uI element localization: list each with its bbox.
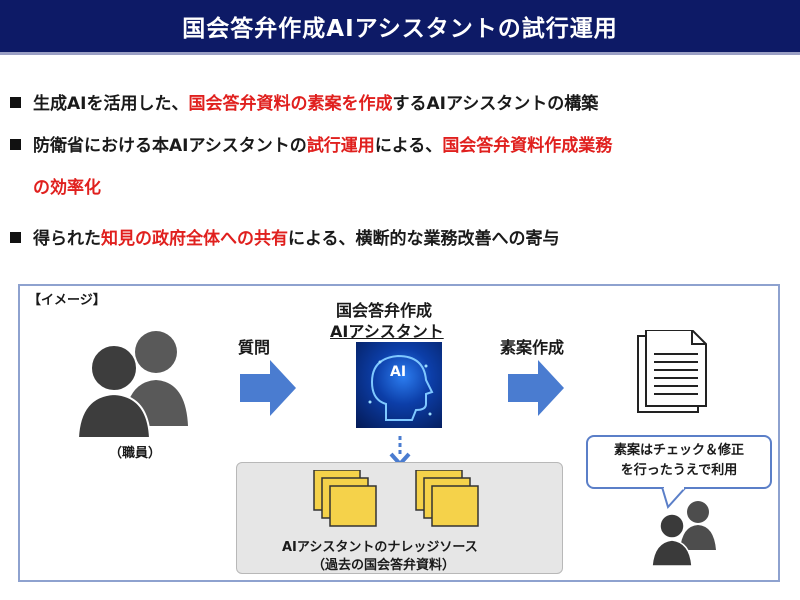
right-arrow-icon: [240, 360, 296, 416]
ai-head-icon: [368, 354, 434, 421]
kb-label-1: AIアシスタントのナレッジソース: [282, 540, 478, 555]
bullet-1-text-a: 生成AIを活用した、: [33, 94, 189, 114]
bullet-3: 得られた知見の政府全体への共有による、横断的な業務改善への寄与: [10, 228, 560, 251]
title-underline: [0, 52, 800, 55]
bullet-3-text-a: 得られた: [33, 229, 101, 249]
right-arrow-icon: [508, 360, 564, 416]
bubble-line-1: 素案はチェック＆修正: [613, 443, 744, 458]
bullet-2-continuation: の効率化: [33, 178, 101, 198]
draft-label: 素案作成: [500, 338, 565, 357]
review-speech-bubble: 素案はチェック＆修正 を行ったうえで利用: [586, 435, 772, 489]
folder-stack-icon: [313, 470, 377, 527]
bullet-3-text-c: による、横断的な業務改善への寄与: [288, 229, 560, 249]
knowledge-source-box: [236, 462, 563, 574]
bullet-2-highlight-1: 試行運用: [306, 136, 375, 156]
bullet-square-icon: [10, 139, 21, 150]
bullet-3-highlight: 知見の政府全体への共有: [101, 229, 288, 249]
folder-stack-icon: [415, 470, 479, 527]
bullet-1-text-c: するAIアシスタントの構築: [392, 94, 599, 114]
bullet-square-icon: [10, 232, 21, 243]
page-title: 国会答弁作成AIアシスタントの試行運用: [0, 0, 800, 52]
ai-badge: AI: [390, 364, 407, 380]
bullet-1-highlight: 国会答弁資料の素案を作成: [188, 94, 393, 114]
people-icon: [651, 501, 716, 567]
bullet-2: 防衛省における本AIアシスタントの試行運用による、国会答弁資料作成業務: [10, 135, 612, 158]
bullet-2-highlight-2: 国会答弁資料作成業務: [442, 136, 613, 156]
bullet-2-text-c: による、: [374, 136, 443, 156]
bubble-line-2: を行ったうえで利用: [620, 463, 738, 478]
bubble-tail-icon: [660, 487, 688, 509]
staff-people-icon: [76, 331, 188, 438]
diagram-frame: [18, 284, 780, 582]
bullet-1: 生成AIを活用した、国会答弁資料の素案を作成するAIアシスタントの構築: [10, 93, 598, 116]
kb-label-2: （過去の国会答弁資料）: [312, 558, 456, 573]
question-label: 質問: [238, 338, 271, 357]
image-tag: 【イメージ】: [28, 293, 106, 308]
bullet-square-icon: [10, 97, 21, 108]
assistant-title-2: AIアシスタント: [330, 322, 444, 341]
bullet-2-text-a: 防衛省における本AIアシスタントの: [33, 136, 307, 156]
assistant-title-1: 国会答弁作成: [336, 301, 433, 320]
staff-label: （職員）: [109, 446, 162, 461]
document-icon: [637, 330, 707, 413]
ai-head-image: AI: [356, 342, 442, 428]
